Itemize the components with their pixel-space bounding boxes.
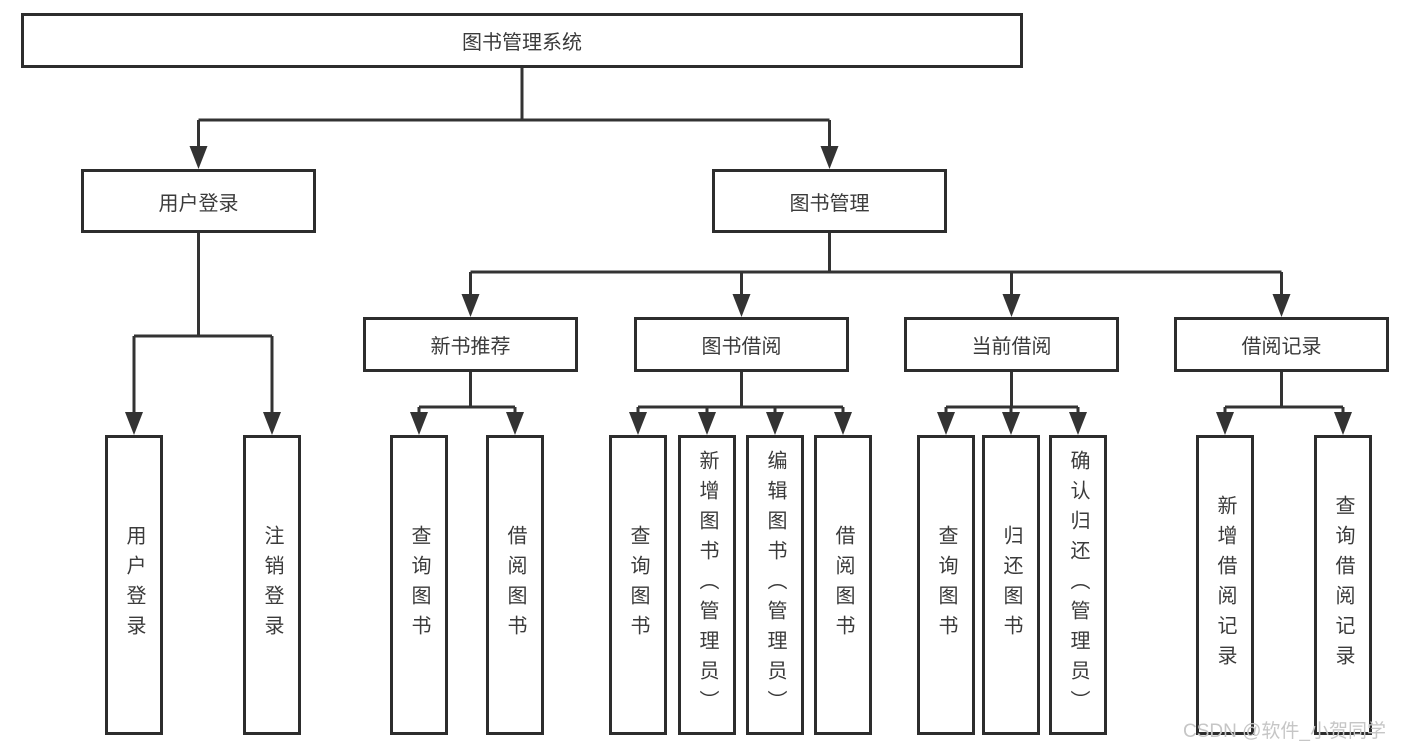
node-book-management: 图书管理 [712,169,947,233]
leaf-label: 查询图书 [627,525,649,645]
node-borrow-records: 借阅记录 [1174,317,1389,372]
node-root-system: 图书管理系统 [21,13,1023,68]
leaf-label: 借阅图书 [832,525,854,645]
node-label: 用户登录 [158,192,239,215]
node-label: 当前借阅 [971,336,1052,358]
leaf-user-login: 用户登录 [105,435,163,735]
leaf-confirm-return-admin: 确认归还（管理员） [1049,435,1107,735]
node-new-book-recommend: 新书推荐 [363,317,578,372]
leaf-label: 编辑图书（管理员） [764,450,786,720]
leaf-query-borrow-record: 查询借阅记录 [1314,435,1372,735]
leaf-label: 借阅图书 [504,525,526,645]
leaf-label: 查询图书 [935,525,957,645]
leaf-label: 查询借阅记录 [1332,495,1354,675]
leaf-edit-books-admin: 编辑图书（管理员） [746,435,804,735]
leaf-add-borrow-record: 新增借阅记录 [1196,435,1254,735]
node-label: 新书推荐 [430,336,511,358]
node-label: 借阅记录 [1241,336,1322,358]
leaf-label: 确认归还（管理员） [1067,450,1089,720]
leaf-return-books: 归还图书 [982,435,1040,735]
leaf-borrow-books-recommend: 借阅图书 [486,435,544,735]
csdn-watermark: CSDN @软件_小贺同学 [1183,721,1386,742]
leaf-label: 查询图书 [408,525,430,645]
node-label: 图书管理系统 [462,32,582,54]
node-book-borrow: 图书借阅 [634,317,849,372]
node-user-login: 用户登录 [81,169,316,233]
leaf-query-books-recommend: 查询图书 [390,435,448,735]
leaf-query-books-current: 查询图书 [917,435,975,735]
leaf-label: 新增借阅记录 [1214,495,1236,675]
node-label: 图书管理 [789,192,870,215]
leaf-logout: 注销登录 [243,435,301,735]
leaf-add-books-admin: 新增图书（管理员） [678,435,736,735]
leaf-query-books-borrow: 查询图书 [609,435,667,735]
leaf-label: 归还图书 [1000,525,1022,645]
leaf-label: 新增图书（管理员） [696,450,718,720]
node-label: 图书借阅 [701,336,782,358]
node-current-borrow: 当前借阅 [904,317,1119,372]
leaf-borrow-books: 借阅图书 [814,435,872,735]
leaf-label: 用户登录 [123,525,145,645]
leaf-label: 注销登录 [261,525,283,645]
